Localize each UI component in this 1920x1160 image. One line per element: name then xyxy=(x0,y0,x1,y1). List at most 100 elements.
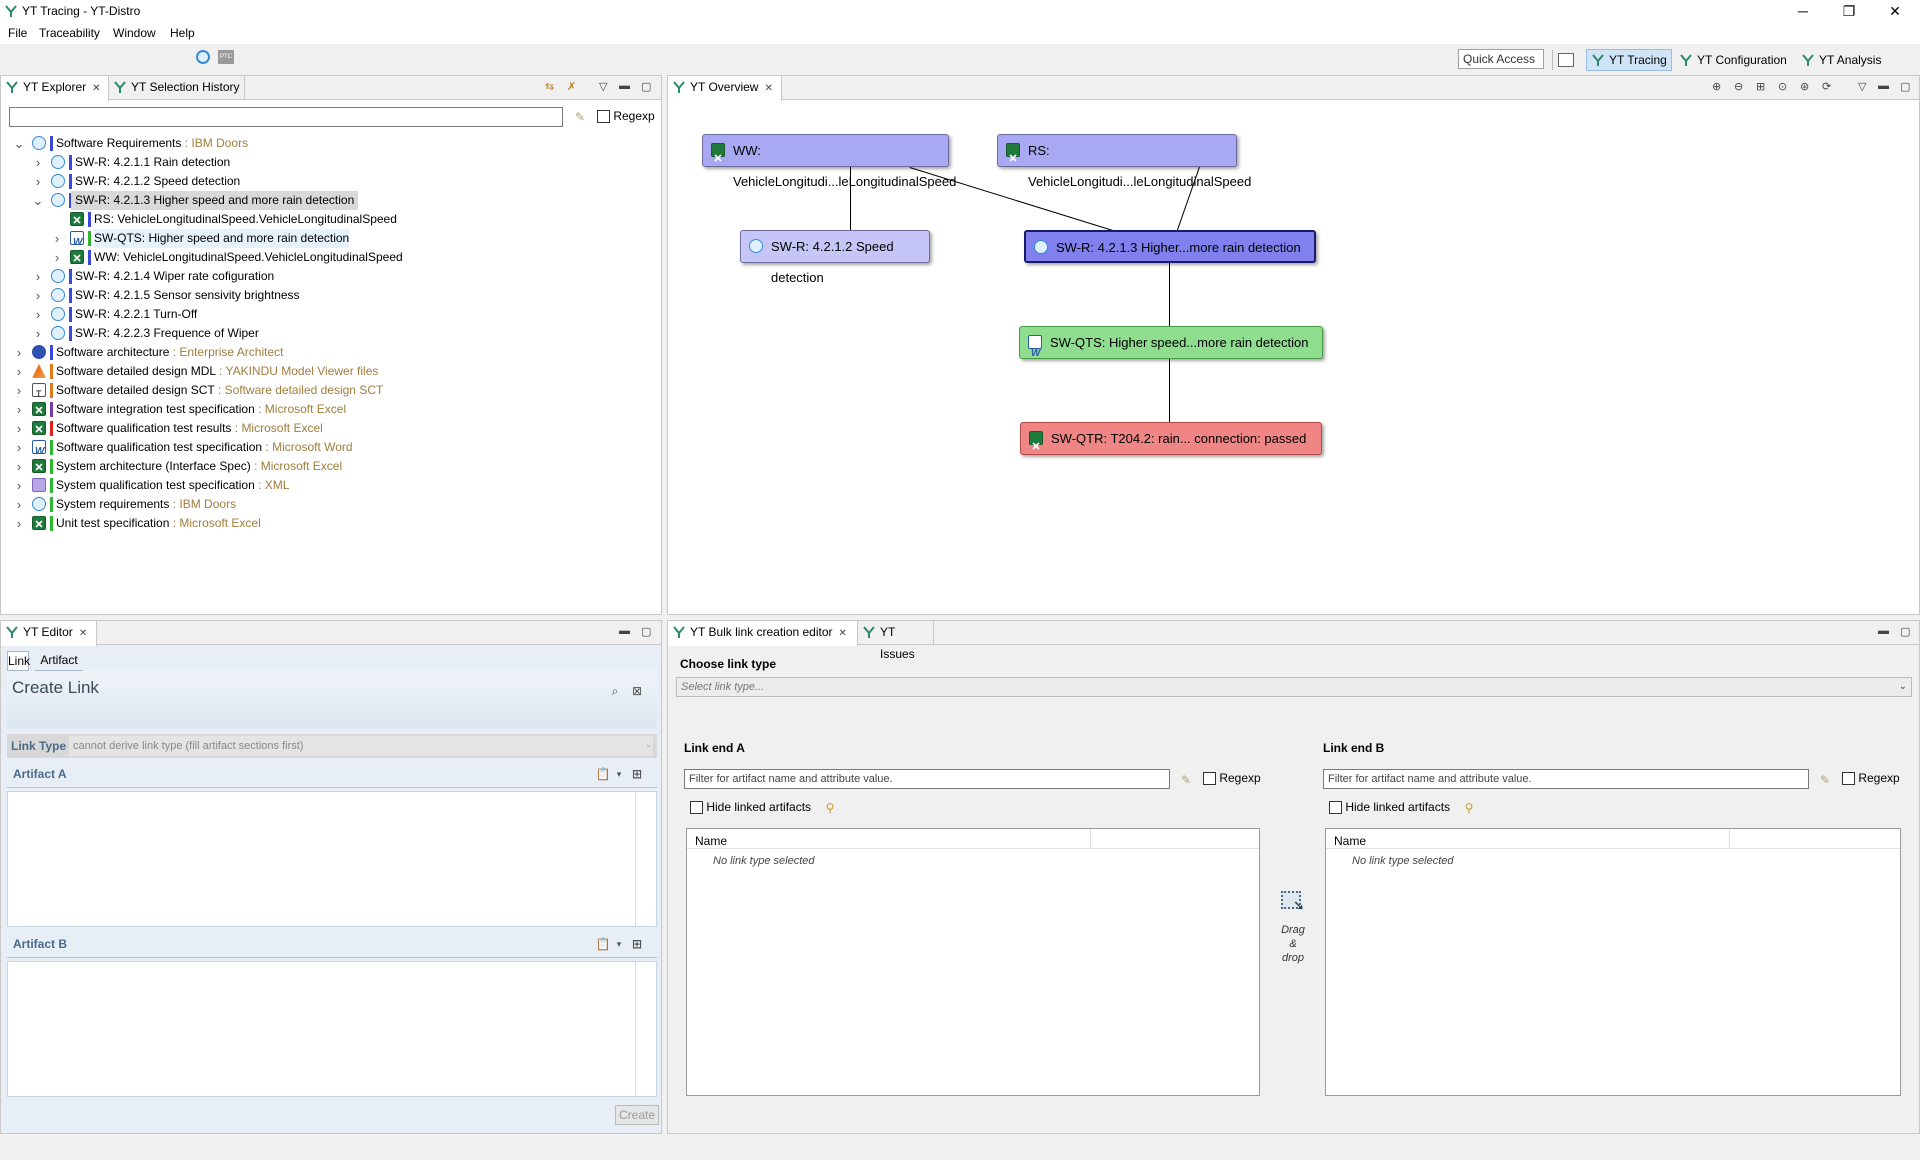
expand-chevron-icon[interactable]: › xyxy=(35,269,41,284)
zoom-in-icon[interactable]: ⊕ xyxy=(1712,81,1722,93)
expand-chevron-icon[interactable]: › xyxy=(35,307,41,322)
ptc-icon[interactable]: PTC xyxy=(218,50,234,64)
graph-node-ww[interactable]: WW: VehicleLongitudi...leLongitudinalSpe… xyxy=(702,134,956,189)
tree-item[interactable]: ›SW-R: 4.2.1.1 Rain detection xyxy=(1,153,641,172)
view-menu-icon[interactable]: ▽ xyxy=(1858,81,1867,93)
expand-chevron-icon[interactable]: › xyxy=(16,497,22,512)
hide-linked-b-checkbox[interactable]: Hide linked artifacts xyxy=(1329,800,1450,815)
graph-node-sr3[interactable]: SW-R: 4.2.1.3 Higher...more rain detecti… xyxy=(1024,230,1316,263)
link-type-dropdown[interactable]: Select link type... ⌄ xyxy=(676,677,1912,697)
column-name-header[interactable]: Name xyxy=(1334,834,1367,848)
tree-item[interactable]: ›Unit test specification : Microsoft Exc… xyxy=(1,514,641,533)
minimize-view-icon[interactable]: ▬ xyxy=(619,625,630,637)
minimize-view-icon[interactable]: ▬ xyxy=(1878,625,1889,637)
graph-node-sr2[interactable]: SW-R: 4.2.1.2 Speed detection xyxy=(740,230,930,285)
refresh-icon[interactable]: ⟳ xyxy=(1822,81,1832,93)
artifact-a-area[interactable] xyxy=(7,791,657,927)
paste-icon[interactable]: 📋 xyxy=(595,767,611,781)
tab-yt-explorer[interactable]: YT Explorer✕ xyxy=(1,76,109,101)
link-type-select[interactable]: cannot derive link type (fill artifact s… xyxy=(69,736,653,756)
search-icon[interactable]: ⌕ xyxy=(611,684,619,698)
filter-a-input[interactable]: Filter for artifact name and attribute v… xyxy=(684,769,1170,789)
hide-linked-a-checkbox[interactable]: Hide linked artifacts xyxy=(690,800,811,815)
close-tab-icon[interactable]: ✕ xyxy=(838,628,847,639)
zoom-reset-icon[interactable]: ⊙ xyxy=(1778,81,1788,93)
quick-access-field[interactable]: Quick Access xyxy=(1458,49,1544,69)
tree-item[interactable]: ›SW-R: 4.2.1.2 Speed detection xyxy=(1,172,641,191)
regexp-a-checkbox[interactable]: Regexp xyxy=(1203,771,1261,786)
maximize-view-icon[interactable]: ▢ xyxy=(1900,626,1911,638)
doors-sync-icon[interactable] xyxy=(196,50,210,64)
filter-b-input[interactable]: Filter for artifact name and attribute v… xyxy=(1323,769,1809,789)
expand-chevron-icon[interactable]: › xyxy=(16,345,22,360)
clear-icon[interactable]: ⊠ xyxy=(631,684,643,698)
graph-node-qtr[interactable]: SW-QTR: T204.2: rain... connection: pass… xyxy=(1020,422,1322,455)
tree-item[interactable]: ›System architecture (Interface Spec) : … xyxy=(1,457,641,476)
collapse-chevron-icon[interactable]: ⌄ xyxy=(13,136,25,151)
tree-item[interactable]: ›SW-R: 4.2.2.1 Turn-Off xyxy=(1,305,641,324)
chevron-down-icon[interactable]: ▾ xyxy=(616,769,622,779)
clear-filter-icon[interactable]: ✎ xyxy=(1180,773,1192,787)
expand-chevron-icon[interactable]: › xyxy=(16,459,22,474)
tab-yt-issues[interactable]: YT Issues xyxy=(858,621,934,661)
zoom-fit-icon[interactable]: ⊞ xyxy=(1756,81,1766,93)
grid-icon[interactable]: ⊞ xyxy=(631,767,643,781)
collapse-chevron-icon[interactable]: ⌄ xyxy=(32,193,44,208)
view-menu-icon[interactable]: ▽ xyxy=(599,81,608,93)
expand-chevron-icon[interactable]: › xyxy=(16,364,22,379)
regexp-b-checkbox[interactable]: Regexp xyxy=(1842,771,1900,786)
close-tab-icon[interactable]: ✕ xyxy=(78,628,88,639)
tree-item[interactable]: ›WW: VehicleLongitudinalSpeed.VehicleLon… xyxy=(1,248,641,267)
chevron-down-icon[interactable]: ▾ xyxy=(616,939,622,949)
artifact-b-area[interactable] xyxy=(7,961,657,1097)
open-perspective-icon[interactable] xyxy=(1558,53,1574,67)
link-end-a-table[interactable]: Name No link type selected xyxy=(686,828,1260,1096)
column-name-header[interactable]: Name xyxy=(695,834,728,848)
expand-chevron-icon[interactable]: › xyxy=(16,440,22,455)
explorer-filter-input[interactable] xyxy=(9,107,563,127)
clear-filter-icon[interactable]: ✎ xyxy=(1819,773,1831,787)
checkbox-box[interactable] xyxy=(597,110,610,124)
tab-yt-bulk-link-creation-editor[interactable]: YT Bulk link creation editor✕ xyxy=(668,621,858,646)
expand-chevron-icon[interactable]: › xyxy=(16,516,22,531)
tree-item[interactable]: ›Software architecture : Enterprise Arch… xyxy=(1,343,641,362)
graph-node-rs[interactable]: RS: VehicleLongitudi...leLongitudinalSpe… xyxy=(997,134,1251,189)
menu-help[interactable]: Help xyxy=(170,26,195,40)
tree-item[interactable]: ›SW-R: 4.2.1.5 Sensor sensivity brightne… xyxy=(1,286,641,305)
zoom-selection-icon[interactable]: ⊛ xyxy=(1800,81,1810,93)
minimize-view-icon[interactable]: ▬ xyxy=(619,80,630,92)
tree-item[interactable]: ›System requirements : IBM Doors xyxy=(1,495,641,514)
unlink-icon[interactable]: ✗ xyxy=(567,81,577,93)
tree-item[interactable]: ›Software integration test specification… xyxy=(1,400,641,419)
expand-chevron-icon[interactable]: › xyxy=(54,250,60,265)
tree-item[interactable]: ›SW-R: 4.2.2.3 Frequence of Wiper xyxy=(1,324,641,343)
subtab-link[interactable]: Link xyxy=(7,651,30,671)
regexp-checkbox[interactable]: Regexp xyxy=(597,109,655,124)
perspective-yt-tracing[interactable]: YT Tracing xyxy=(1586,49,1672,71)
tab-yt-editor[interactable]: YT Editor✕ xyxy=(1,621,97,646)
expand-chevron-icon[interactable]: › xyxy=(35,174,41,189)
tree-item[interactable]: ⌄SW-R: 4.2.1.3 Higher speed and more rai… xyxy=(1,191,641,210)
perspective-yt-configuration[interactable]: YT Configuration xyxy=(1674,49,1792,71)
expand-chevron-icon[interactable]: › xyxy=(35,288,41,303)
restore-button[interactable]: ❐ xyxy=(1842,3,1856,19)
checkbox-box[interactable] xyxy=(1203,772,1216,786)
minimize-view-icon[interactable]: ▬ xyxy=(1878,80,1889,92)
paste-icon[interactable]: 📋 xyxy=(595,937,611,951)
grid-icon[interactable]: ⊞ xyxy=(631,937,643,951)
checkbox-box[interactable] xyxy=(1842,772,1855,786)
link-icon[interactable]: ⇆ xyxy=(545,81,555,93)
perspective-yt-analysis[interactable]: YT Analysis xyxy=(1796,49,1886,71)
tab-yt-overview[interactable]: YT Overview✕ xyxy=(668,76,782,101)
maximize-view-icon[interactable]: ▢ xyxy=(1900,81,1911,93)
menu-file[interactable]: File xyxy=(8,26,28,40)
create-button[interactable]: Create xyxy=(615,1105,659,1125)
maximize-view-icon[interactable]: ▢ xyxy=(641,626,652,638)
tree-item[interactable]: ›System qualification test specification… xyxy=(1,476,641,495)
tree-item[interactable]: ›Software detailed design MDL : YAKINDU … xyxy=(1,362,641,381)
subtab-artifact[interactable]: Artifact xyxy=(35,651,83,671)
expand-chevron-icon[interactable]: › xyxy=(16,402,22,417)
